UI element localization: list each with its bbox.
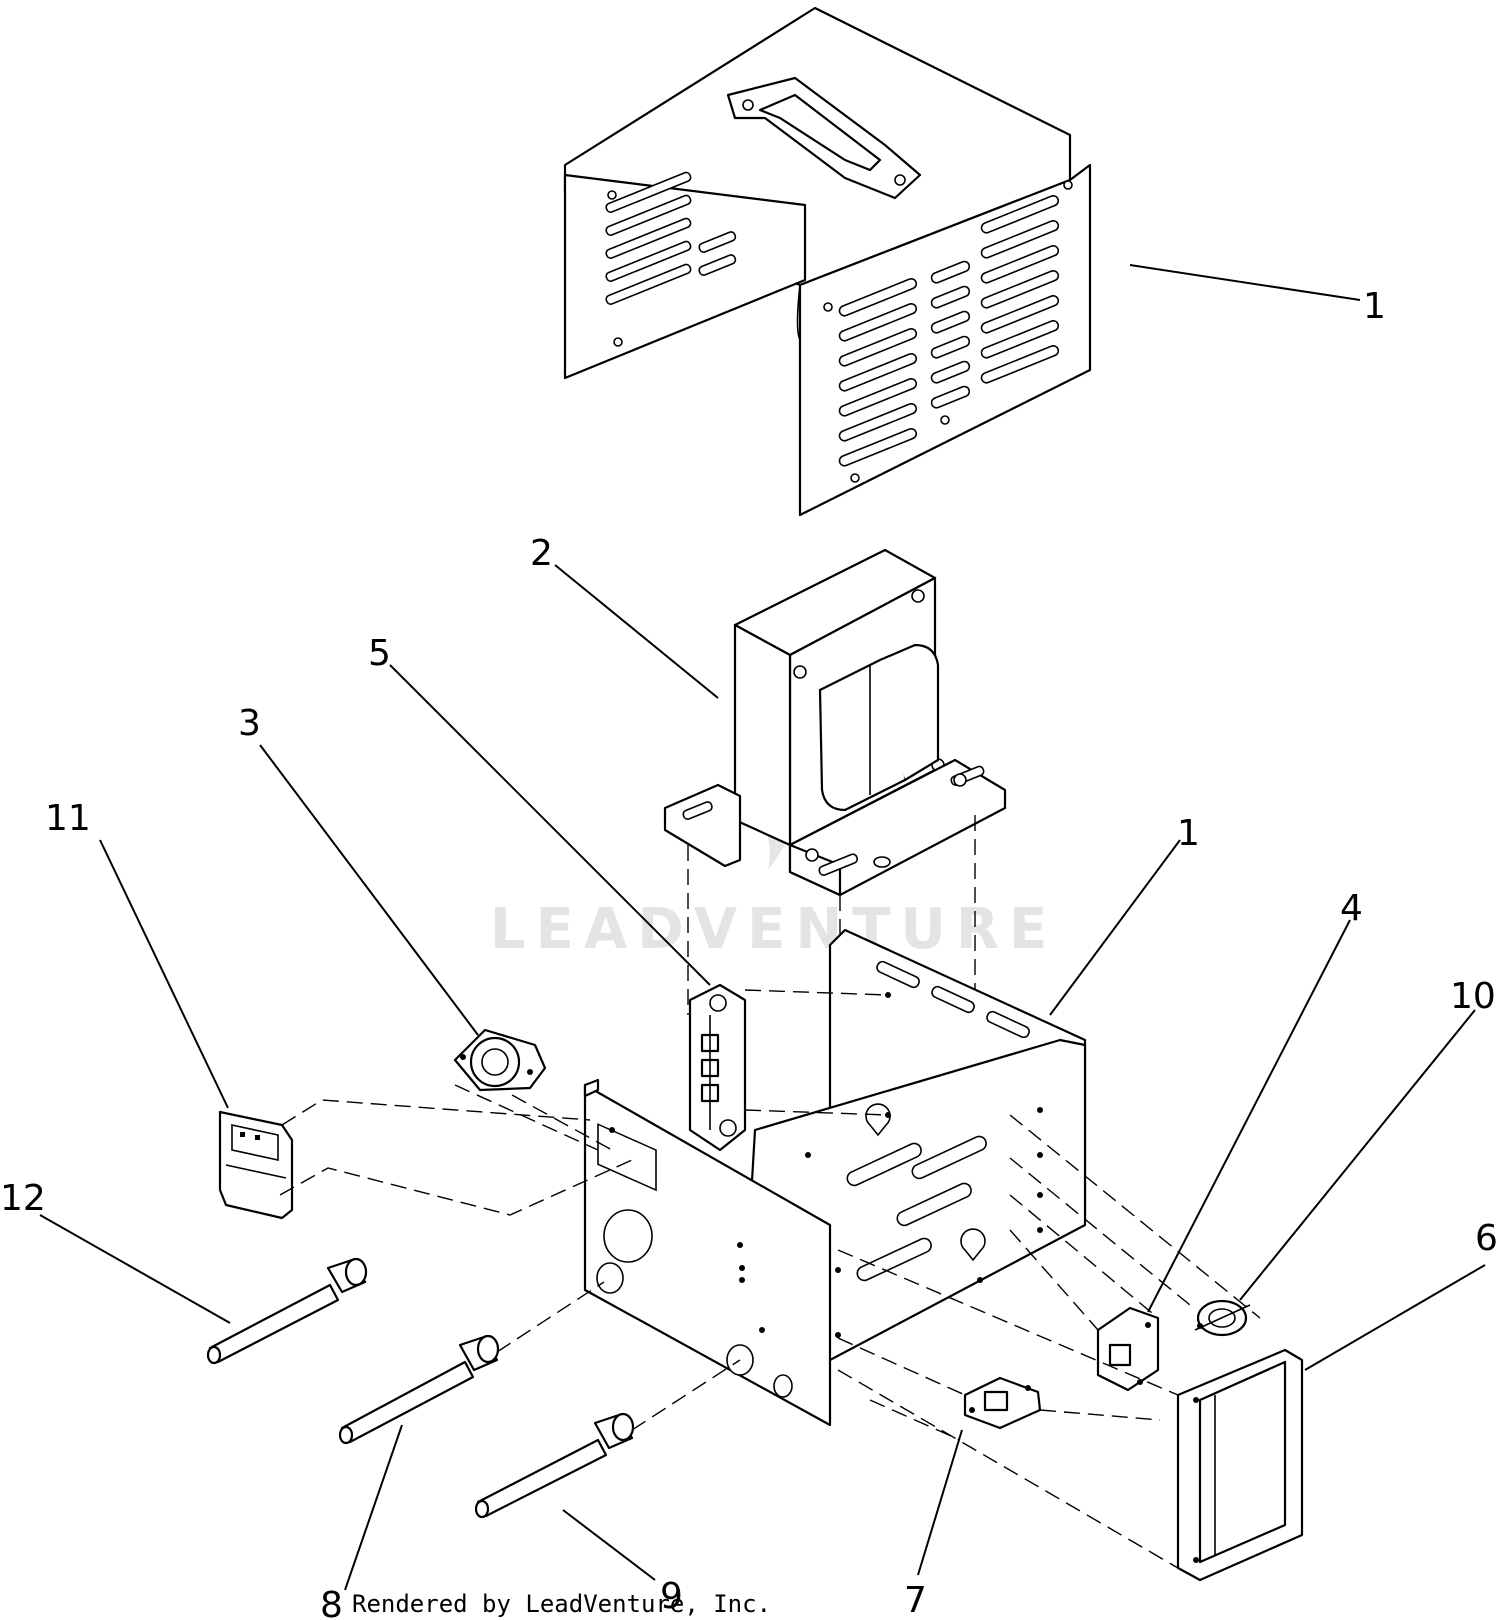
callout-5-terminal-block: 5 [368, 633, 391, 674]
transformer-part[interactable] [663, 548, 1007, 897]
watermark-text: LEADVENTURE [490, 897, 1057, 962]
dc-cord-part-12[interactable] [206, 1257, 368, 1365]
terminal-block-part[interactable] [688, 983, 747, 1152]
footer-credit: Rendered by LeadVenture, Inc. [352, 1590, 771, 1618]
callout-3-circuit-breaker: 3 [238, 703, 261, 744]
callout-8-dc-cord: 8 [320, 1585, 343, 1620]
chassis-base-slots [846, 960, 1030, 1282]
thermostat-part[interactable] [1194, 1299, 1251, 1337]
dc-cord-part-8[interactable] [338, 1334, 500, 1445]
callout-numbers: 1 1 2 3 4 5 6 7 8 9 10 11 12 [0, 286, 1498, 1620]
chassis-front-panel [583, 1078, 832, 1427]
relay-part[interactable] [1096, 1306, 1160, 1392]
top-cover-part[interactable] [563, 6, 1092, 517]
callout-7-switch: 7 [904, 1580, 927, 1620]
switch-part[interactable] [963, 1376, 1042, 1430]
callout-12-dc-cord: 12 [0, 1178, 46, 1219]
circuit-breaker-part[interactable] [453, 1028, 547, 1092]
cover-plate-part[interactable] [1176, 1348, 1304, 1582]
transformer-coil [818, 643, 940, 812]
callout-4-relay: 4 [1340, 888, 1363, 929]
cover-front-vents [823, 180, 1073, 483]
ammeter-part[interactable] [218, 1110, 294, 1220]
chassis-base-screw-dots [805, 992, 1043, 1338]
cover-side-vents [605, 171, 737, 347]
callout-9-ac-cord: 9 [660, 1576, 683, 1617]
component-alignment-lines [837, 1114, 1261, 1569]
callout-10-thermostat: 10 [1450, 976, 1496, 1017]
leader-lines [39, 264, 1486, 1591]
cord-alignment-lines [496, 1281, 741, 1431]
transformer-mount-bracket-right [788, 758, 1007, 897]
callout-6-cover-plate: 6 [1475, 1218, 1498, 1259]
chassis-base-part[interactable] [583, 928, 1087, 1427]
transformer-mount-bracket-left [663, 783, 742, 868]
ac-cord-part-9[interactable] [474, 1412, 635, 1519]
cover-handle [726, 76, 922, 200]
circuit-breaker-alignment-lines [454, 1084, 613, 1151]
callout-2-transformer: 2 [530, 533, 553, 574]
callout-1-chassis-base: 1 [1177, 813, 1200, 854]
ammeter-alignment-lines [279, 1099, 633, 1216]
callout-1-top-cover: 1 [1363, 286, 1386, 327]
callout-11-ammeter: 11 [45, 798, 91, 839]
